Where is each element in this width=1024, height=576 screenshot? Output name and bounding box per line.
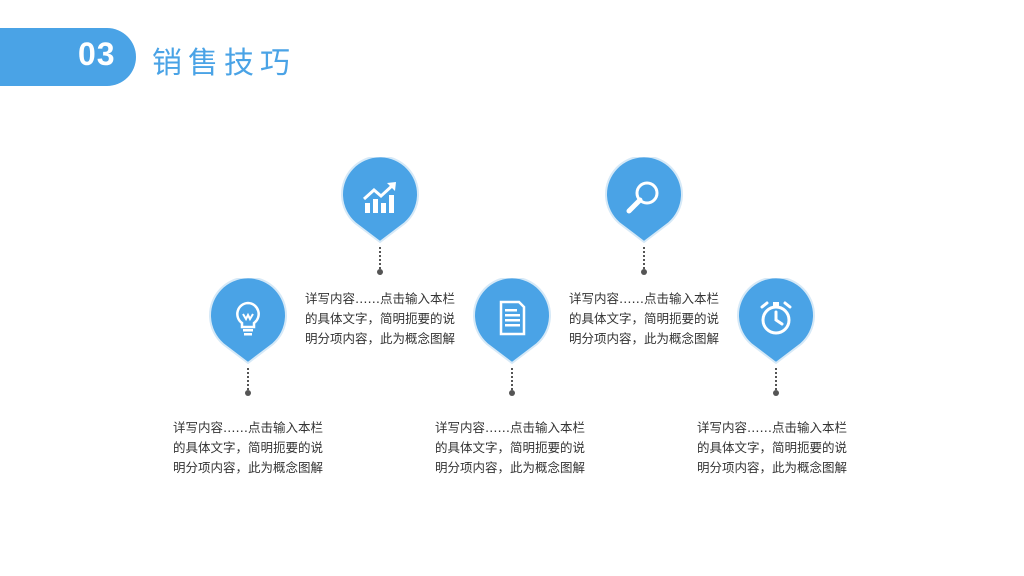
growth-chart-icon	[360, 177, 400, 217]
lightbulb-icon	[228, 298, 268, 338]
search-icon	[624, 177, 664, 217]
item-description: 详写内容……点击输入本栏的具体文字，简明扼要的说明分项内容，此为概念图解	[568, 291, 719, 346]
item-description: 详写内容……点击输入本栏的具体文字，简明扼要的说明分项内容，此为概念图解	[434, 420, 585, 475]
pin-marker	[335, 157, 425, 277]
item-description: 详写内容……点击输入本栏的具体文字，简明扼要的说明分项内容，此为概念图解	[172, 420, 323, 475]
document-icon	[492, 298, 532, 338]
page-title: 销售技巧	[152, 46, 296, 81]
pin-marker	[467, 278, 557, 398]
stopwatch-icon	[756, 298, 796, 338]
pin-marker	[731, 278, 821, 398]
section-number: 03	[78, 36, 116, 72]
item-description: 详写内容……点击输入本栏的具体文字，简明扼要的说明分项内容，此为概念图解	[304, 291, 455, 346]
pin-marker	[203, 278, 293, 398]
header-badge	[0, 28, 136, 86]
item-description: 详写内容……点击输入本栏的具体文字，简明扼要的说明分项内容，此为概念图解	[696, 420, 847, 475]
pin-marker	[599, 157, 689, 277]
